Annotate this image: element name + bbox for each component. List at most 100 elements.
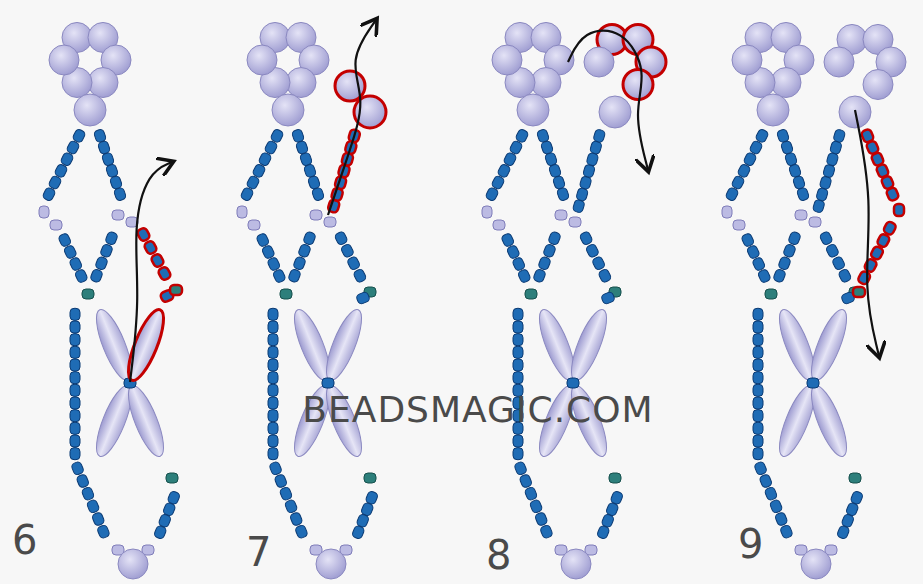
seed-bead: [97, 524, 111, 539]
seed-bead: [809, 217, 821, 227]
seed-bead: [70, 308, 80, 320]
seed-bead: [268, 397, 278, 409]
seed-bead: [759, 474, 773, 489]
seed-bead: [513, 334, 523, 346]
step-figure: [722, 22, 906, 579]
seed-bead: [70, 359, 80, 371]
seed-bead: [780, 524, 794, 539]
seed-bead: [311, 187, 324, 202]
step-figure: [237, 20, 386, 579]
pearl-bead: [757, 94, 789, 126]
seed-bead: [753, 435, 763, 447]
pearl-bead: [272, 94, 304, 126]
seed-bead: [340, 243, 354, 258]
seed-bead: [796, 187, 809, 202]
seed-bead: [58, 232, 72, 247]
seed-bead: [86, 499, 100, 514]
seed-bead: [272, 268, 286, 283]
seed-bead: [857, 270, 871, 285]
seed-bead: [579, 176, 592, 190]
seed-bead: [753, 410, 763, 422]
seed-bead: [783, 243, 797, 258]
seed-bead: [324, 217, 336, 227]
dagger-bead: [565, 306, 614, 385]
seed-bead: [819, 231, 833, 246]
seed-bead: [240, 187, 254, 202]
seed-bead: [540, 524, 554, 539]
seed-bead: [70, 321, 80, 333]
seed-bead: [576, 187, 589, 201]
seed-bead: [753, 448, 763, 460]
pearl-bead: [584, 47, 614, 77]
seed-bead: [886, 187, 900, 202]
seed-bead: [512, 256, 526, 271]
seed-bead: [50, 220, 62, 230]
seed-bead: [322, 378, 334, 388]
seed-bead: [356, 291, 371, 305]
seed-bead: [70, 422, 80, 434]
seed-bead: [538, 256, 552, 271]
pearl-bead: [824, 47, 854, 77]
seed-bead: [284, 499, 298, 514]
seed-bead: [517, 268, 531, 283]
seed-bead: [70, 448, 80, 460]
seed-bead: [812, 199, 825, 213]
pearl-bead: [49, 45, 79, 75]
seed-bead: [70, 435, 80, 447]
thread-path: [328, 20, 376, 215]
seed-bead: [569, 217, 581, 227]
seed-bead: [778, 256, 792, 271]
seed-bead: [166, 473, 178, 483]
pearl-bead: [118, 549, 148, 579]
pearl-bead: [316, 549, 346, 579]
seed-bead: [153, 525, 167, 540]
seed-bead: [754, 461, 768, 476]
seed-bead: [831, 256, 845, 271]
seed-bead: [268, 448, 278, 460]
seed-bead: [513, 359, 523, 371]
seed-bead: [757, 268, 771, 283]
seed-bead: [596, 525, 610, 540]
seed-bead: [90, 268, 104, 283]
seed-bead: [773, 268, 787, 283]
seed-bead: [279, 486, 293, 501]
seed-bead: [774, 512, 788, 527]
seed-bead: [91, 512, 105, 527]
seed-bead: [746, 244, 760, 259]
pearl-bead: [492, 45, 522, 75]
seed-bead: [524, 486, 538, 501]
seed-bead: [591, 256, 605, 271]
seed-bead: [334, 231, 348, 246]
seed-bead: [74, 268, 88, 283]
pearl-bead: [801, 549, 831, 579]
seed-bead: [513, 448, 523, 460]
seed-bead: [514, 461, 528, 476]
seed-bead: [825, 243, 839, 258]
seed-bead: [513, 346, 523, 358]
seed-bead: [548, 231, 562, 246]
step-figure: [482, 22, 666, 579]
thread-path: [568, 31, 648, 170]
dagger-bead: [122, 306, 171, 385]
seed-bead: [157, 266, 171, 281]
seed-bead: [353, 268, 367, 283]
seed-bead: [274, 474, 288, 489]
seed-bead: [268, 359, 278, 371]
seed-bead: [81, 486, 95, 501]
seed-bead: [346, 256, 360, 271]
seed-bead: [572, 199, 585, 213]
seed-bead: [70, 384, 80, 396]
seed-bead: [795, 210, 807, 220]
seed-bead: [513, 308, 523, 320]
pearl-bead: [863, 70, 893, 100]
seed-bead: [298, 243, 312, 258]
seed-bead: [150, 253, 164, 268]
seed-bead: [753, 346, 763, 358]
seed-bead: [533, 268, 547, 283]
seed-bead: [351, 525, 365, 540]
seed-bead: [829, 140, 842, 154]
seed-bead: [807, 378, 819, 388]
seed-bead: [113, 187, 126, 202]
